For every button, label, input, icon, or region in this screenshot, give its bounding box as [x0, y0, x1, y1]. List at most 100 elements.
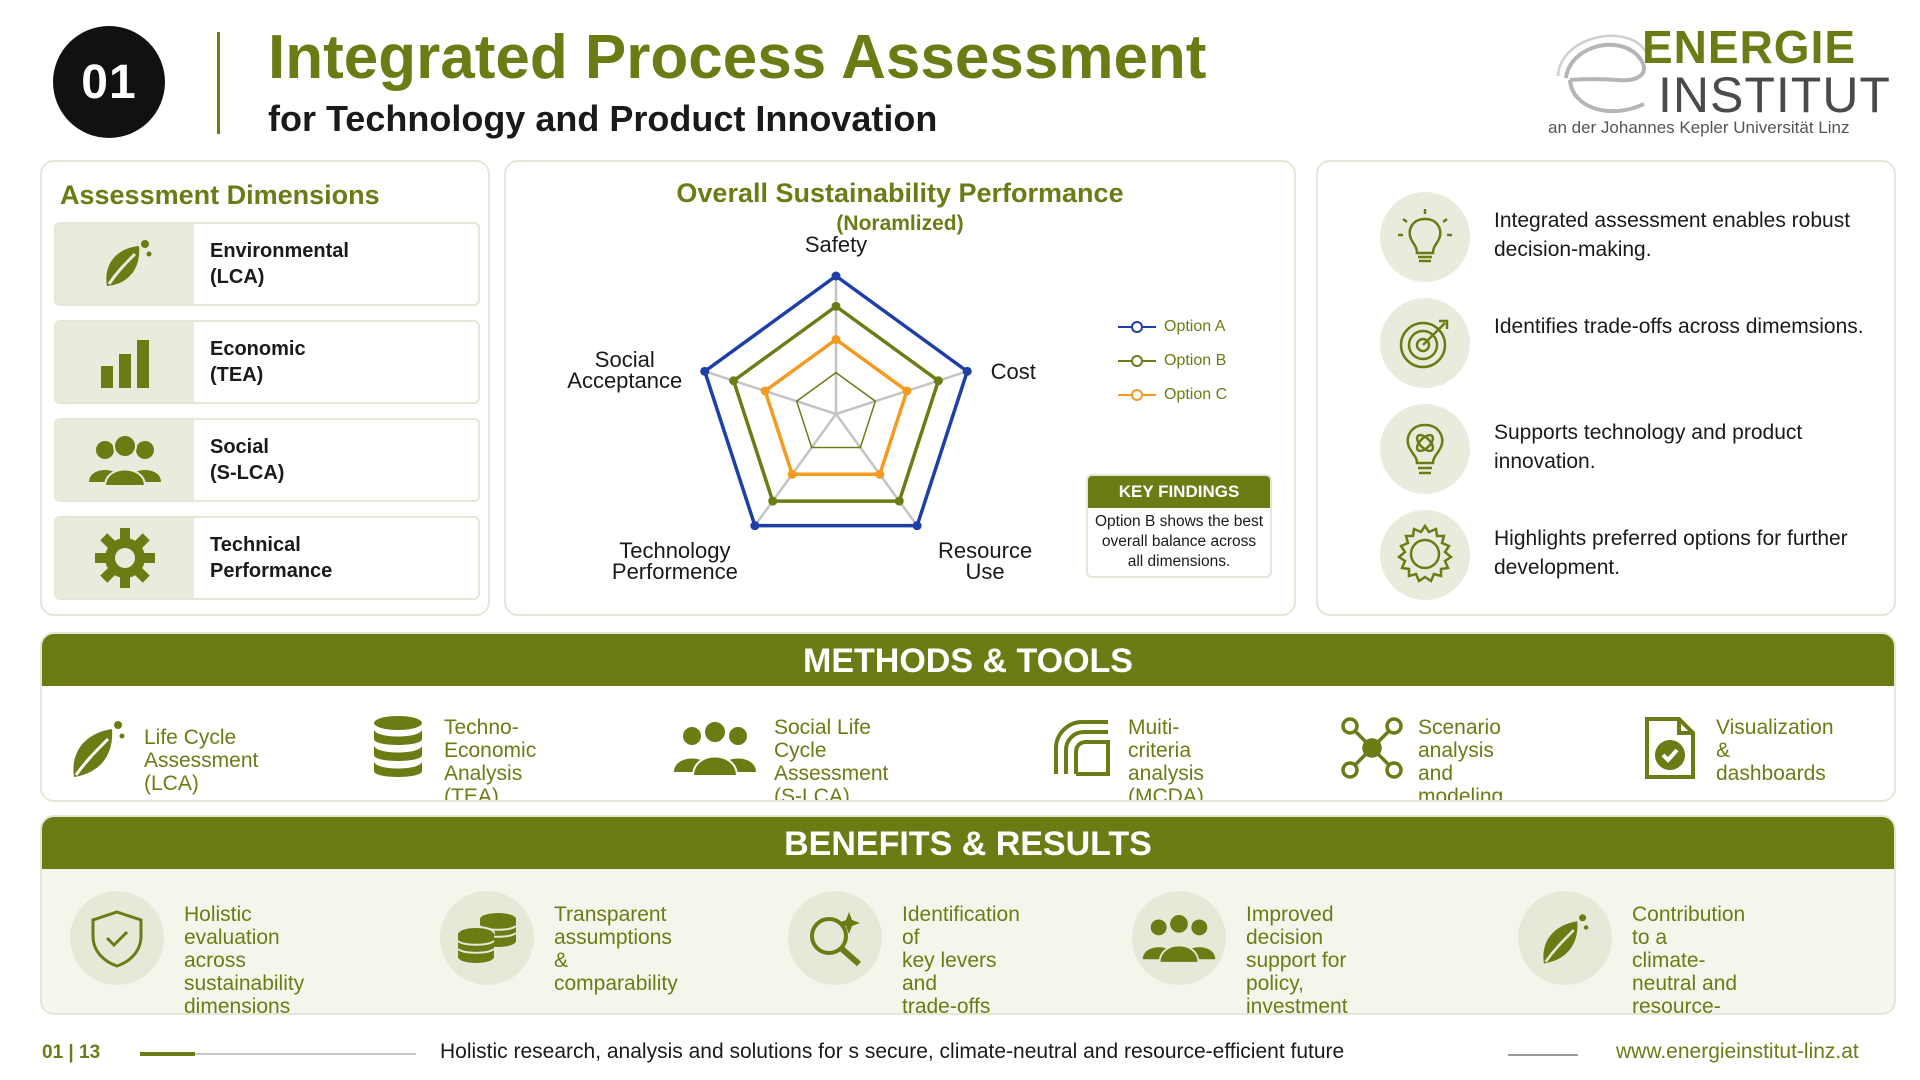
insights-card: Integrated assessment enables robust dec… [1316, 160, 1896, 616]
dimension-economic[interactable]: Economic (TEA) [54, 320, 480, 404]
people-icon [1132, 891, 1226, 985]
method-label: Scenario analysis and modeling [1418, 716, 1504, 802]
radar-point [700, 366, 710, 376]
method-label: Social Life Cycle Assessment (S-LCA) [774, 716, 889, 802]
radar-axis-label: Resource Use [938, 537, 1033, 584]
logo-text-institut: INSTITUT [1658, 67, 1891, 123]
radar-axis-label: Safety [804, 232, 868, 257]
header-divider [217, 32, 220, 134]
e-logo-icon [1556, 34, 1648, 114]
shield-check-icon [70, 891, 164, 985]
radar-point [760, 386, 770, 396]
radar-point [912, 521, 922, 531]
energie-institut-logo[interactable]: ENERGIE INSTITUT an der Johannes Kepler … [1548, 14, 1890, 144]
key-findings-box: KEY FINDINGS Option B shows the best ove… [1086, 474, 1272, 578]
radar-point [729, 376, 739, 386]
insight-text: Integrated assessment enables robust dec… [1494, 209, 1851, 261]
benefit-label: Improved decision support for policy, in… [1246, 903, 1348, 1015]
dimension-environmental[interactable]: Environmental (LCA) [54, 222, 480, 306]
page-progress-bar [140, 1052, 416, 1056]
insight-text: Supports technology and product innovati… [1494, 421, 1803, 473]
radar-axis-label: Cost [990, 359, 1036, 385]
radar-chart-card: Overall Sustainability Performance (Nora… [504, 160, 1296, 616]
benefit-label: Contribution to a climate-neutral and re… [1632, 903, 1746, 1015]
radar-axis-line [753, 413, 838, 527]
legend-label: Option C [1164, 386, 1228, 403]
method-label: Life Cycle Assessment (LCA) [144, 726, 259, 795]
assessment-dimensions-card: Assessment Dimensions Environmental (LCA… [40, 160, 490, 616]
leaf-icon [64, 714, 132, 782]
legend-label: Option A [1164, 318, 1226, 335]
website-link[interactable]: www.energieinstitut-linz.at [1616, 1040, 1859, 1063]
gear-icon [56, 518, 194, 598]
radar-axis-line [704, 370, 837, 416]
assessment-dimensions-title: Assessment Dimensions [60, 180, 380, 210]
benefits-results-title: BENEFITS & RESULTS [42, 817, 1894, 869]
bar-chart-icon [56, 322, 194, 402]
logo-text-energie: ENERGIE [1642, 21, 1857, 73]
leaf-icon [1518, 891, 1612, 985]
leaf-icon [56, 224, 194, 304]
insight-text: Highlights preferred options for further… [1494, 527, 1848, 579]
dimension-label: Economic (TEA) [210, 338, 306, 386]
insight-item: Identifies trade-offs across dimemsions. [1380, 298, 1880, 390]
radar-point [894, 496, 904, 506]
coins-icon [440, 891, 534, 985]
insight-item: Integrated assessment enables robust dec… [1380, 192, 1880, 284]
legend-item-option-c[interactable]: Option C [1118, 378, 1227, 412]
radar-axis-label: Technology Performence [611, 537, 738, 584]
key-findings-text: Option B shows the best overall balance … [1094, 513, 1263, 570]
chart-legend: Option A Option B Option C [1118, 310, 1227, 412]
radar-point [750, 521, 760, 531]
radar-point [768, 496, 778, 506]
page-indicator: 01 | 13 [42, 1042, 101, 1063]
radar-chart [700, 271, 972, 531]
radar-point [875, 469, 885, 479]
people-icon [56, 420, 194, 500]
network-icon [1338, 714, 1406, 782]
target-icon [1380, 298, 1470, 388]
dimension-technical[interactable]: Technical Performance [54, 516, 480, 600]
radar-point [787, 469, 797, 479]
legend-item-option-b[interactable]: Option B [1118, 344, 1227, 378]
footer-tagline: Holistic research, analysis and solution… [440, 1040, 1345, 1063]
radar-grid-ring [795, 371, 877, 449]
method-label: Techno-Economic Analysis (TEA) [444, 716, 537, 802]
radar-axis-line [835, 370, 968, 416]
method-label: Visualization & dashboards [1716, 716, 1834, 785]
page-subtitle: for Technology and Product Innovation [268, 98, 938, 139]
radar-point [962, 366, 972, 376]
people-icon [672, 714, 758, 782]
methods-tools-title: METHODS & TOOLS [42, 634, 1894, 686]
dimension-social[interactable]: Social (S-LCA) [54, 418, 480, 502]
insight-item: Supports technology and product innovati… [1380, 404, 1880, 496]
database-icon [364, 714, 432, 782]
radar-series-option-b [731, 304, 941, 503]
benefit-label: Transparent assumptions & comparability [554, 903, 678, 995]
key-findings-title: KEY FINDINGS [1088, 476, 1270, 508]
dimension-label: Technical Performance [210, 534, 333, 582]
radar-axis-label: Social Acceptance [567, 347, 683, 394]
gear-outline-icon [1380, 510, 1470, 600]
benefit-label: Identification of key levers and trade-o… [902, 903, 1020, 1015]
dimension-label: Social (S-LCA) [210, 436, 285, 484]
radar-point [831, 334, 841, 344]
method-label: Muiti-criteria analysis (MCDA) [1128, 716, 1204, 802]
page-title: Integrated Process Assessment [268, 23, 1207, 92]
benefits-results-section: BENEFITS & RESULTS Holistic evaluation a… [40, 815, 1896, 1015]
innovation-bulb-icon [1380, 404, 1470, 494]
magnifier-spark-icon [788, 891, 882, 985]
page-progress-fill [140, 1052, 196, 1056]
insight-item: Highlights preferred options for further… [1380, 510, 1880, 602]
slide-number-badge: 01 [53, 26, 165, 138]
radar-point [831, 301, 841, 311]
radar-point [933, 376, 943, 386]
benefit-label: Holistic evaluation across sustainabilit… [184, 903, 305, 1015]
legend-item-option-a[interactable]: Option A [1118, 310, 1227, 344]
chart-subtitle: (Noramlized) [836, 212, 964, 235]
layers-icon [1048, 714, 1116, 782]
radar-axis-line [834, 413, 919, 527]
document-check-icon [1636, 714, 1704, 782]
footer-divider [1508, 1054, 1578, 1056]
lightbulb-icon [1380, 192, 1470, 282]
